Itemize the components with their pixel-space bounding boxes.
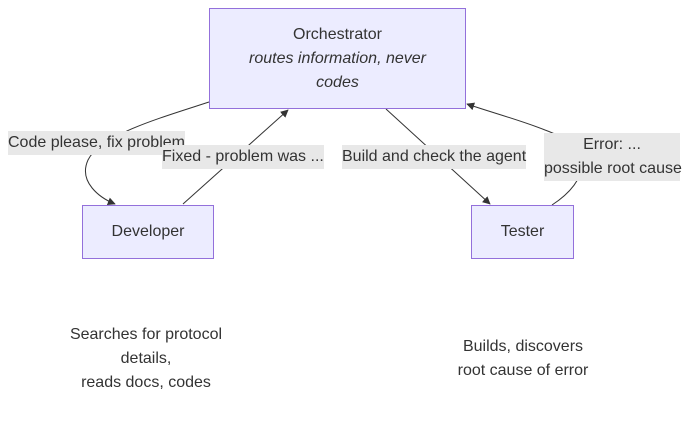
- orchestrator-node: Orchestrator routes information, never c…: [209, 8, 466, 109]
- developer-note-line2: details,: [120, 350, 172, 367]
- edge-label-error-line1: Error: ...: [583, 136, 641, 153]
- developer-title: Developer: [111, 223, 185, 240]
- edge-label-error: Error: ... possible root cause: [544, 133, 682, 181]
- tester-note-line2: root cause of error: [457, 362, 589, 379]
- tester-title: Tester: [500, 223, 545, 240]
- edge-tester-to-orchestrator: [466, 102, 582, 206]
- developer-note: Searches for protocol details, reads doc…: [46, 323, 246, 395]
- developer-note-line3: reads docs, codes: [81, 374, 211, 391]
- tester-note: Builds, discovers root cause of error: [423, 335, 623, 383]
- orchestrator-title: Orchestrator: [293, 25, 382, 43]
- tester-node: Tester: [471, 205, 574, 259]
- edge-label-error-line2: possible root cause: [544, 160, 682, 177]
- edge-label-code-please: Code please, fix problem: [8, 131, 185, 155]
- edge-orchestrator-to-developer: [85, 101, 210, 206]
- edge-label-fixed: Fixed - problem was ...: [162, 145, 324, 169]
- tester-note-line1: Builds, discovers: [462, 338, 584, 355]
- orchestrator-subtitle-line1: routes information, never: [249, 49, 426, 67]
- edge-label-build-check: Build and check the agent: [342, 145, 527, 169]
- developer-node: Developer: [82, 205, 214, 259]
- orchestrator-subtitle-line2: codes: [316, 73, 359, 91]
- developer-note-line1: Searches for protocol: [69, 326, 223, 343]
